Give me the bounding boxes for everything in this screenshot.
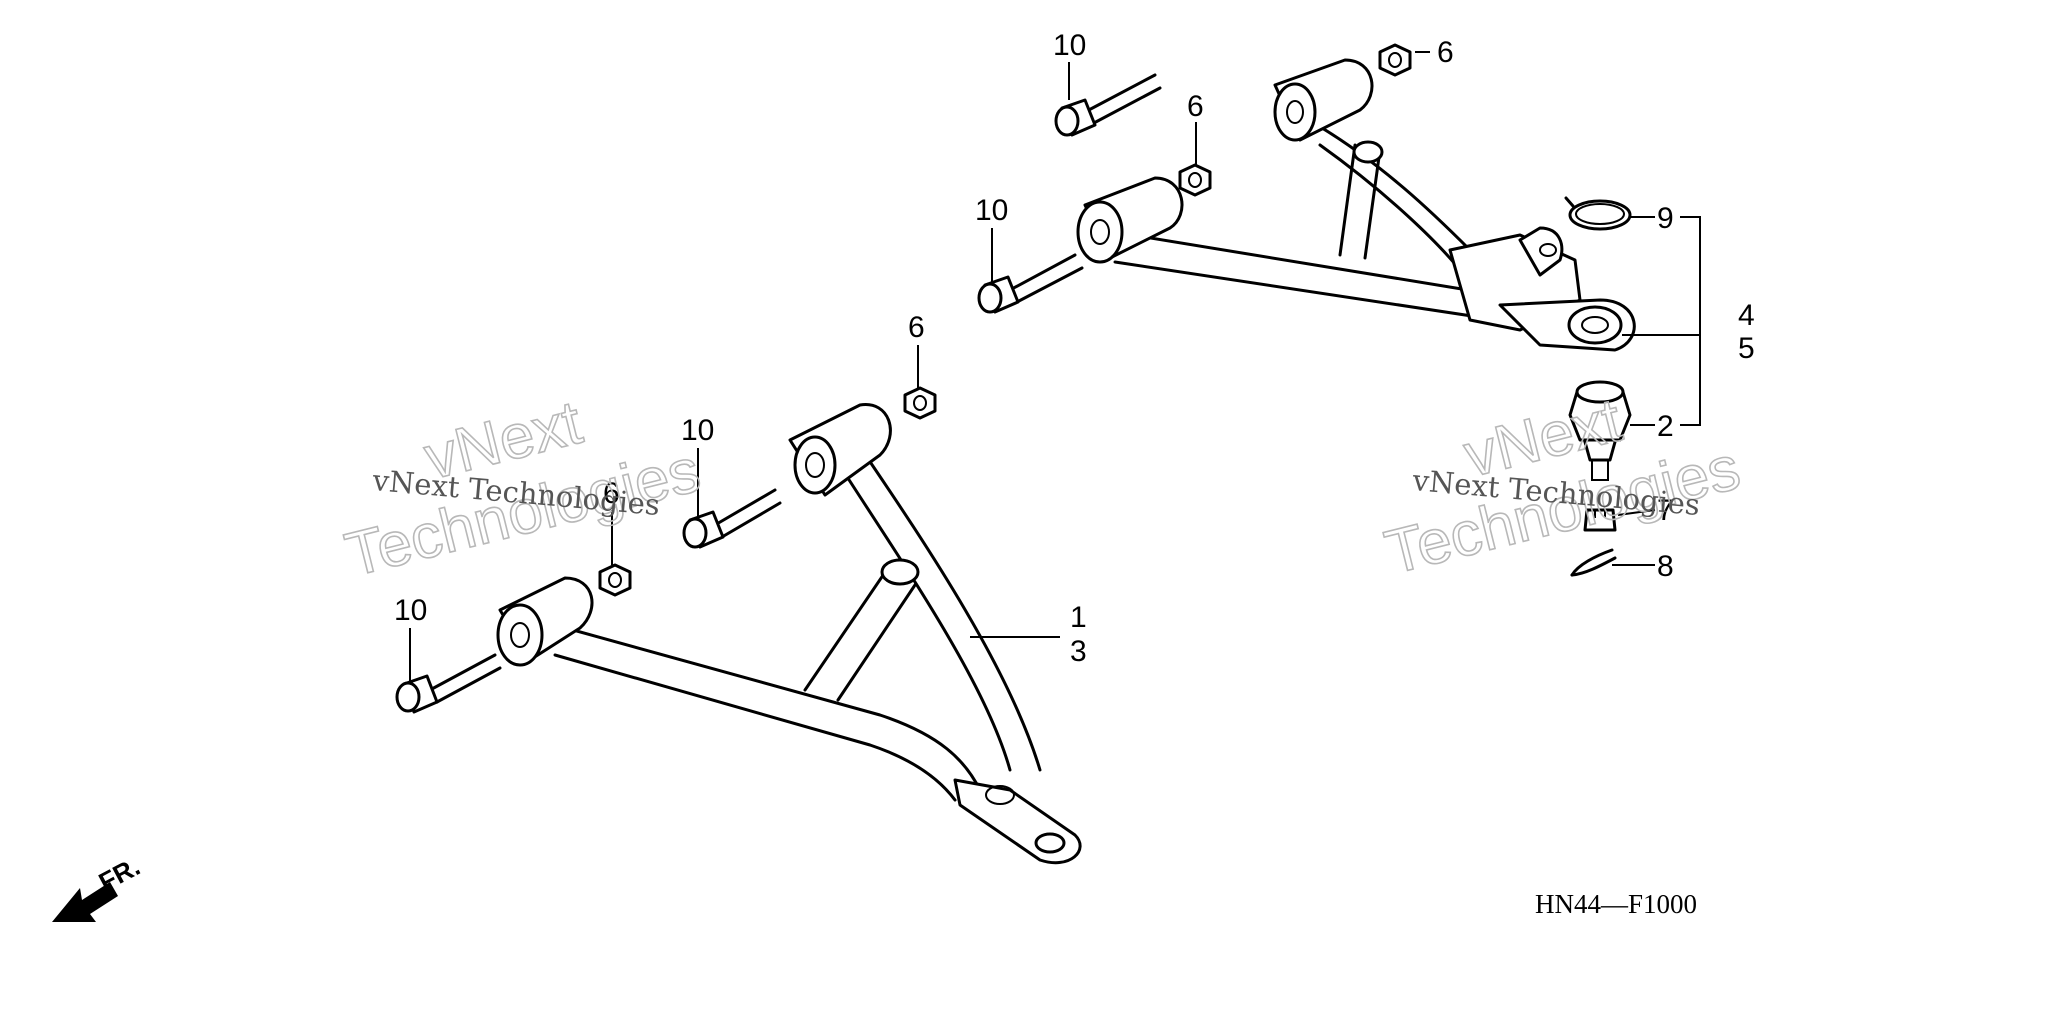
callout-6-upper-front: 6 <box>1187 90 1204 123</box>
diagram-code: HN44—F1000 <box>1535 889 1697 919</box>
circlip <box>1564 196 1632 231</box>
upper-arm <box>1076 58 1636 352</box>
callout-3: 3 <box>1070 635 1087 668</box>
callout-4: 4 <box>1738 299 1755 332</box>
callout-1: 1 <box>1070 601 1087 634</box>
bolt-upper-rear <box>1054 73 1162 137</box>
callout-7: 7 <box>1657 494 1674 527</box>
callout-8: 8 <box>1657 550 1674 583</box>
callout-9: 9 <box>1657 202 1674 235</box>
leader-lines <box>409 51 1701 684</box>
callout-10-lower-front: 10 <box>394 594 427 627</box>
callout-10-upper-front: 10 <box>975 194 1008 227</box>
callout-6-lower: 6 <box>908 311 925 344</box>
cotter-pin <box>1570 548 1617 577</box>
callout-6-upper-rear: 6 <box>1437 36 1454 69</box>
bolt-lower-rear <box>682 488 782 549</box>
callout-10-lower-rear: 10 <box>681 414 714 447</box>
bolt-upper-front <box>977 253 1084 314</box>
castle-nut <box>1583 508 1617 532</box>
arrow-icon <box>52 882 118 922</box>
callout-10-upper-rear: 10 <box>1053 29 1086 62</box>
nut-upper-rear <box>1378 43 1412 77</box>
ball-joint <box>1568 380 1632 481</box>
callout-2: 2 <box>1657 410 1674 443</box>
nut-lower-front <box>598 563 632 597</box>
callout-6-lower-front: 6 <box>603 477 620 510</box>
callout-5: 5 <box>1738 332 1755 365</box>
nut-lower-rear <box>903 386 937 420</box>
lower-arm <box>496 403 1082 865</box>
front-direction-arrow: FR. <box>52 851 145 922</box>
nut-upper-front <box>1178 163 1212 197</box>
bolt-lower-front <box>395 653 502 714</box>
